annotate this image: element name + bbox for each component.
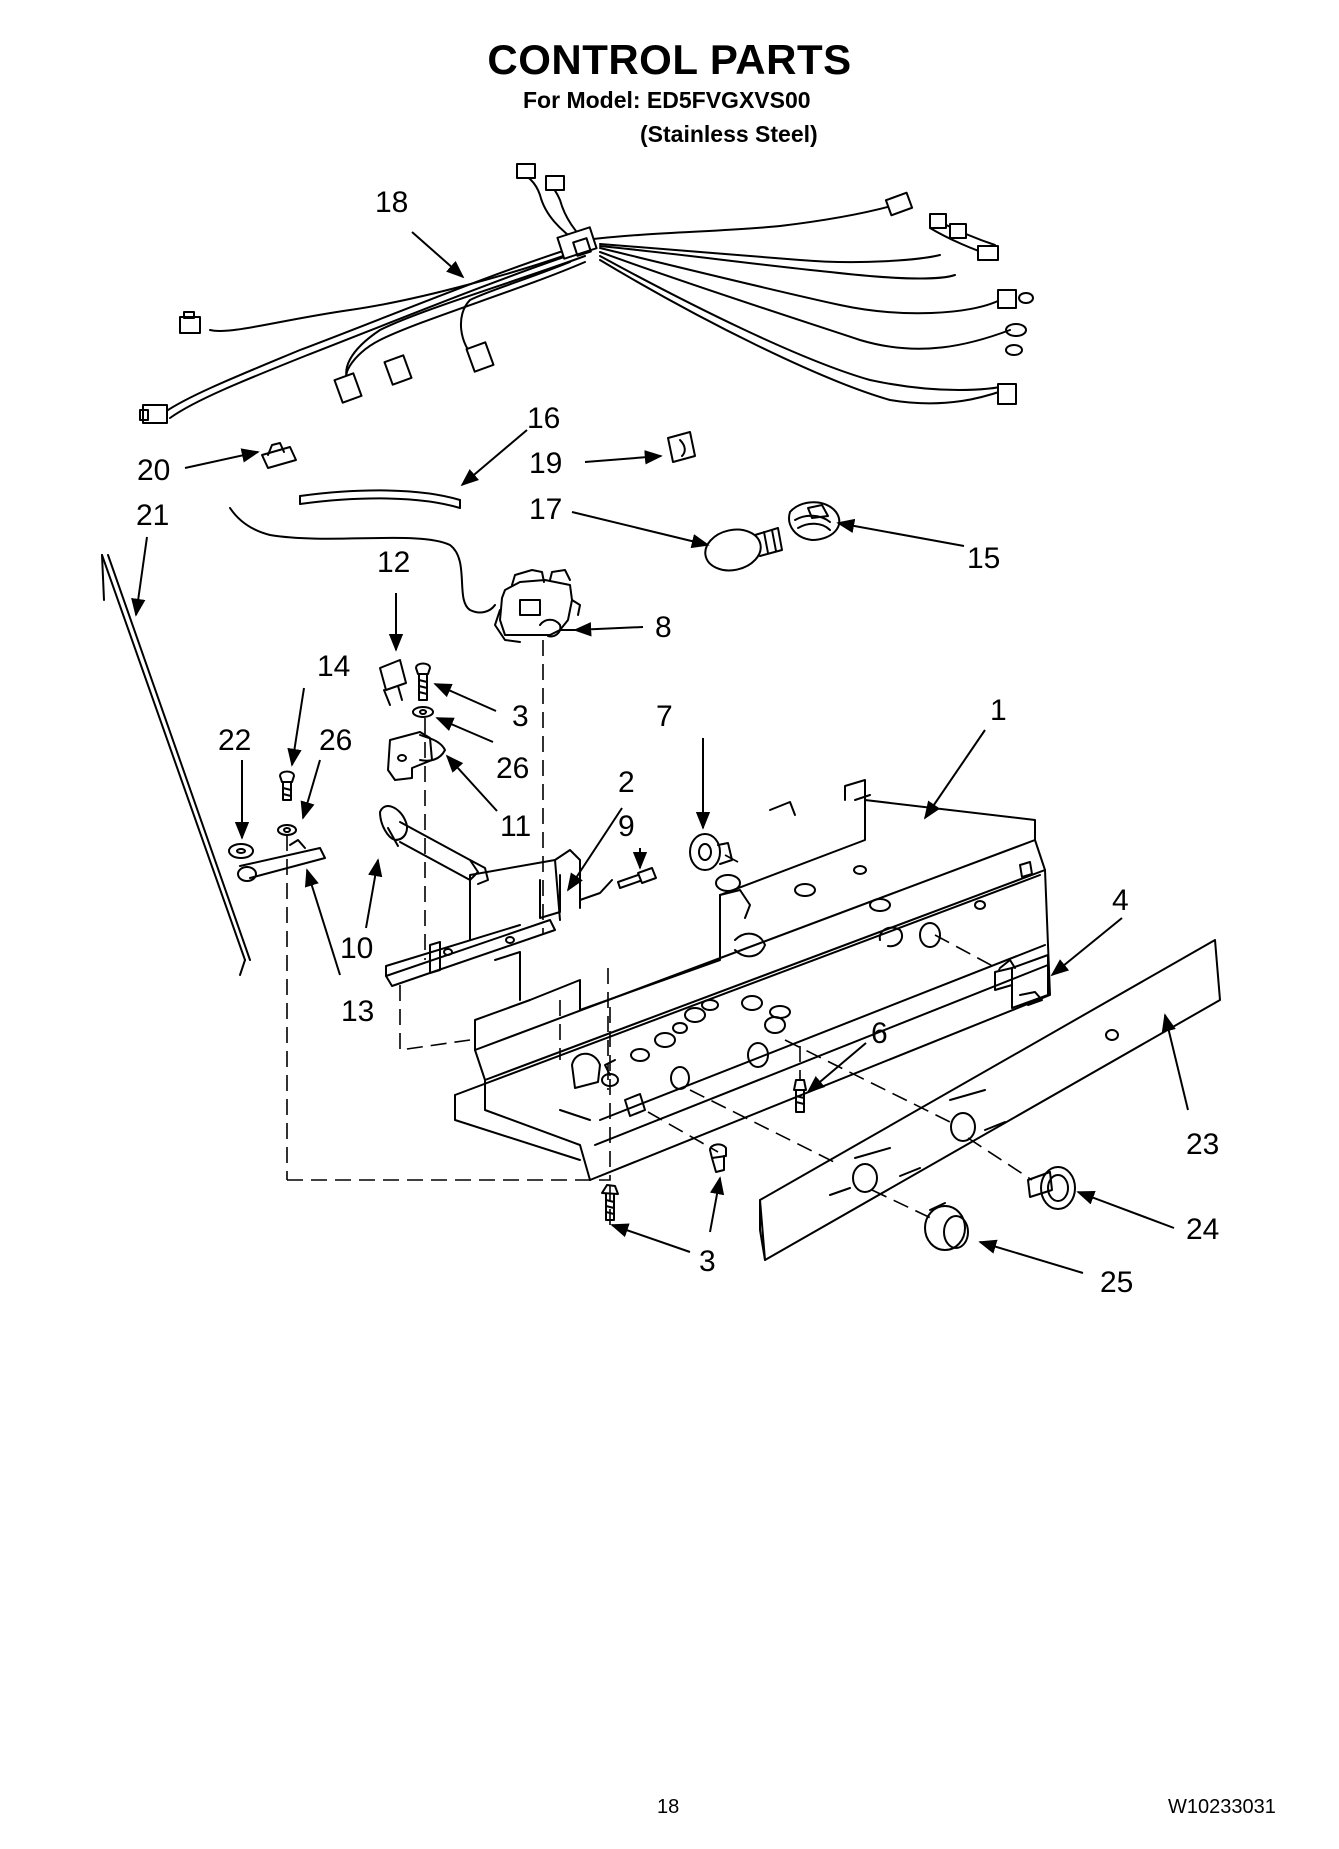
model-line: For Model: ED5FVGXVS00 [523,87,811,113]
wire-harness-part [139,163,1034,424]
screw-part-6 [793,1079,807,1113]
callout-23: 23 [1186,1128,1219,1161]
knob-part-25 [924,1202,969,1251]
screw-part-upper [415,662,431,701]
callout-14: 14 [317,650,350,683]
control-thermostat-part [229,507,581,643]
callout-24: 24 [1186,1213,1219,1246]
light-socket-part [788,501,841,541]
light-bulb-part [704,527,783,572]
finish-line: (Stainless Steel) [640,121,818,147]
washer-part-upper [412,706,434,718]
screw-part-lower [601,1143,727,1221]
callout-26-right: 26 [496,752,529,785]
callout-16: 16 [527,402,560,435]
callout-13: 13 [341,995,374,1028]
callout-15: 15 [967,542,1000,575]
callout-labels: 18 16 20 19 21 17 15 12 8 14 3 7 1 22 26… [136,186,1219,1299]
switch-part-4 [994,954,1049,1009]
leader-arrows [131,231,1189,1274]
callout-10: 10 [340,932,373,965]
washer-part-lower [277,824,297,836]
assembly-lines [286,640,1033,1225]
callout-25: 25 [1100,1266,1133,1299]
callout-3-upper: 3 [512,700,529,733]
control-panel-part-23 [759,939,1221,1261]
callout-2: 2 [618,766,635,799]
screw-part-9 [617,867,657,889]
callout-20: 20 [137,454,170,487]
callout-22: 22 [218,724,251,757]
callout-26-left: 26 [319,724,352,757]
control-housing-part [454,779,1051,1181]
callout-3-lower: 3 [699,1245,716,1278]
callout-6: 6 [871,1017,888,1050]
clip-part-19 [667,431,696,463]
screw-part-14 [279,770,295,801]
callout-11: 11 [500,810,531,843]
callout-8: 8 [655,611,672,644]
callout-1: 1 [990,694,1007,727]
callout-21: 21 [136,499,169,532]
knob-shaft-part [379,805,489,885]
page-title: CONTROL PARTS [487,36,852,83]
callout-18: 18 [375,186,408,219]
callout-19: 19 [529,447,562,480]
page-number: 18 [657,1796,680,1818]
callout-12: 12 [377,546,410,579]
callout-9: 9 [618,810,635,843]
document-number: W10233031 [1168,1796,1276,1818]
bracket-part-11 [387,731,446,781]
washer-part-22 [228,843,254,859]
capillary-tube-part [101,554,251,976]
callout-7: 7 [656,700,673,733]
button-part-24 [1027,1166,1076,1210]
callout-4: 4 [1112,884,1129,917]
grommet-part-7 [689,833,733,871]
bracket-part-12 [379,659,407,706]
callout-17: 17 [529,493,562,526]
wire-clip-part [261,442,297,469]
bracket-plate-part [385,849,613,987]
tube-part [299,489,461,509]
